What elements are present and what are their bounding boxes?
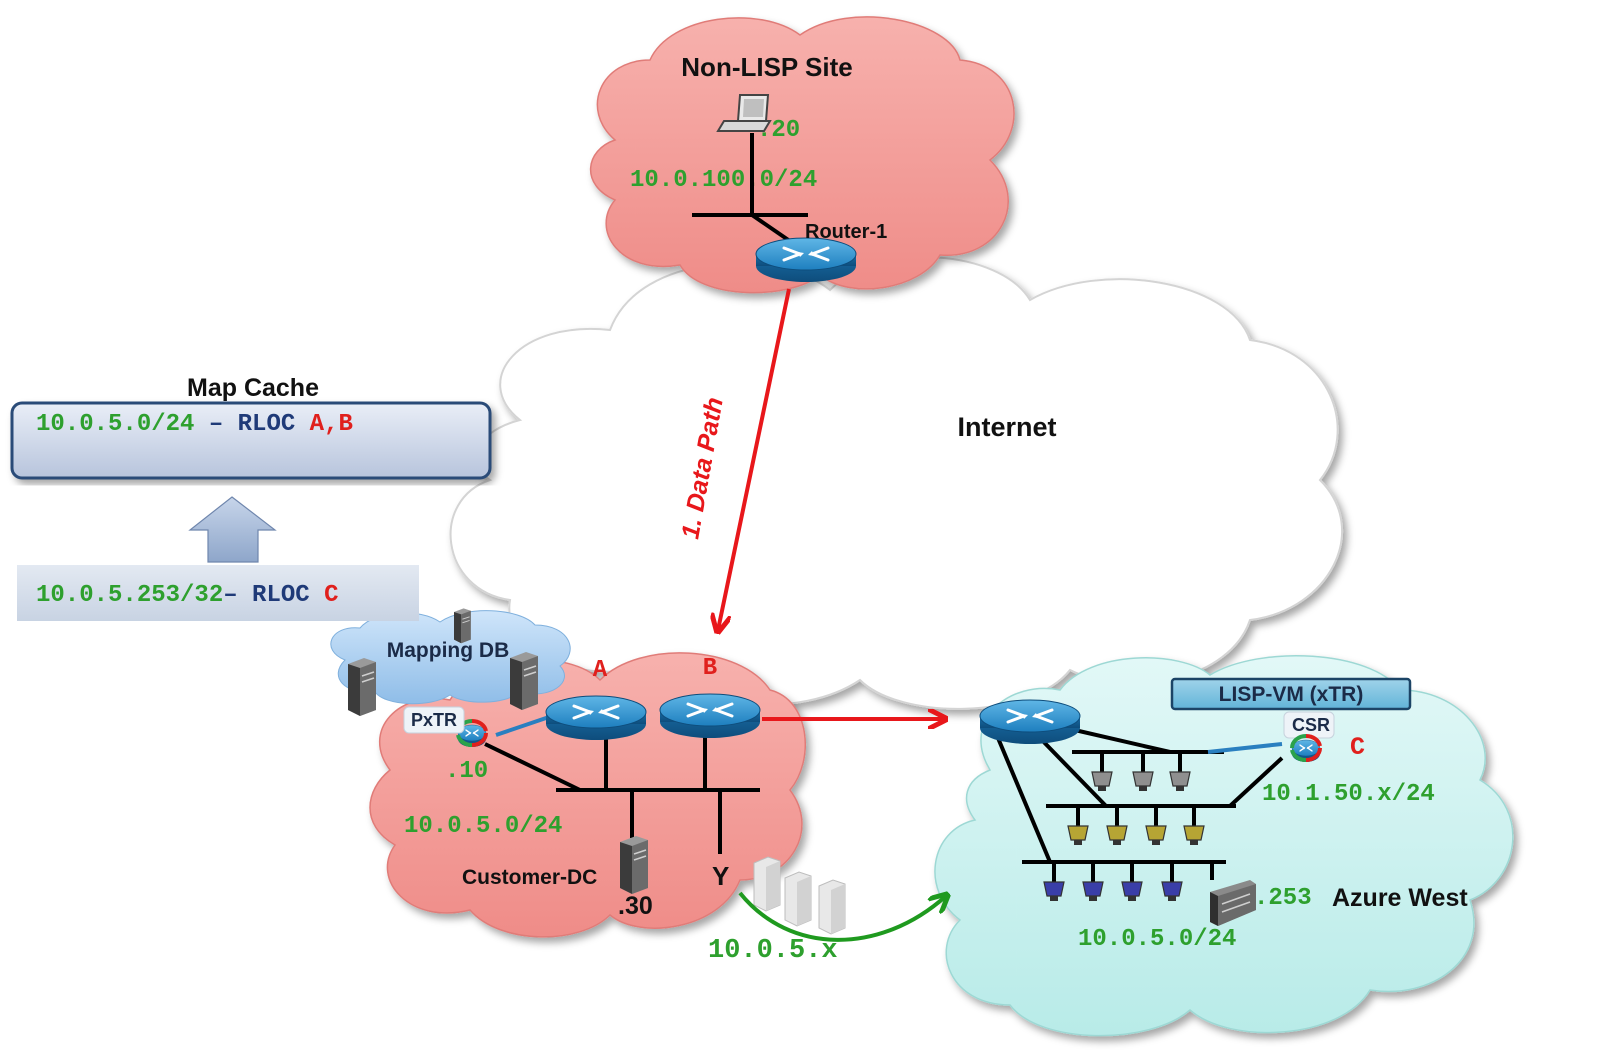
non-lisp-site-cloud — [589, 16, 1015, 294]
azure-subnet-top: 10.1.50.x/24 — [1262, 781, 1435, 808]
non-lisp-site-title: Non-LISP Site — [681, 52, 852, 82]
migrating-vm-icon-1 — [753, 856, 781, 912]
mapping-entry-rloc-label: RLOC — [252, 582, 310, 609]
azure-lan — [996, 726, 1284, 882]
svg-text:10.0.5.0/24 – RLOC A,B: 10.0.5.0/24 – RLOC A,B — [36, 411, 353, 438]
mapping-entry-rloc: C — [324, 582, 338, 609]
azure-router-icon — [978, 698, 1082, 746]
csr-link — [1207, 742, 1283, 754]
map-cache-box: 10.0.5.0/24 – RLOC A,B — [10, 401, 492, 480]
mapping-db-label: Mapping DB — [387, 639, 509, 662]
pxtr-badge — [403, 706, 465, 734]
router-1-label: Router-1 — [805, 221, 887, 243]
y-label: Y — [712, 861, 729, 891]
update-up-arrow — [188, 496, 277, 563]
router-b-label: B — [703, 655, 717, 682]
rloc-c-label: C — [1350, 733, 1365, 762]
internet-cloud — [449, 256, 1344, 710]
server-address: .30 — [618, 892, 653, 920]
internet-label: Internet — [957, 412, 1056, 442]
csr-label: CSR — [1292, 715, 1330, 735]
laptop-address: .20 — [757, 117, 800, 144]
azure-subnet-bottom: 10.0.5.0/24 — [1078, 926, 1236, 953]
mapping-entry-prefix: 10.0.5.253/32 — [36, 582, 223, 609]
customer-dc-lan — [484, 732, 760, 854]
laptop-icon — [716, 94, 772, 132]
non-lisp-subnet: 10.0.100.0/24 — [630, 167, 817, 194]
mapping-entry-bar: 10.0.5.253/32– RLOC C — [17, 565, 419, 621]
router-1-icon — [754, 236, 858, 284]
map-cache-separator: – — [194, 411, 237, 438]
csr-refresh-icon — [1290, 733, 1322, 763]
mapping-db-server-icon-right — [509, 651, 539, 711]
svg-text:10.0.5.253/32– RLOC C: 10.0.5.253/32– RLOC C — [36, 582, 338, 609]
map-cache-prefix: 10.0.5.0/24 — [36, 411, 194, 438]
migrated-server-icon — [1210, 880, 1256, 926]
migration-subnet-label: 10.0.5.x — [708, 936, 838, 966]
migrating-vm-icon-3 — [818, 879, 846, 935]
mapping-entry-separator: – — [223, 582, 252, 609]
map-cache-title: Map Cache — [187, 374, 319, 402]
customer-dc-label: Customer-DC — [462, 866, 597, 889]
map-cache-rlocs: A,B — [310, 411, 353, 438]
mapping-db-server-icon-left — [347, 657, 377, 717]
azure-west-label: Azure West — [1332, 884, 1468, 912]
migrating-vm-icon-2 — [784, 871, 812, 927]
pxtr-label: PxTR — [411, 710, 457, 730]
router-a-icon — [544, 694, 648, 742]
lisp-vm-banner — [1170, 677, 1412, 711]
migrated-host-address: .253 — [1254, 885, 1312, 912]
migration-arc-arrow — [738, 893, 946, 942]
router-a-label: A — [593, 657, 608, 684]
router-b-icon — [658, 692, 762, 740]
data-path-arrow — [718, 288, 791, 630]
pxtr-link — [495, 714, 553, 737]
customer-dc-server-icon — [619, 835, 649, 895]
map-cache-rloc-label: RLOC — [238, 411, 296, 438]
customer-dc-subnet: 10.0.5.0/24 — [404, 813, 562, 840]
pxtr-address: .10 — [445, 758, 488, 785]
lisp-vm-label: LISP-VM (xTR) — [1219, 683, 1364, 706]
mapping-db-server-icon-top — [453, 607, 472, 644]
